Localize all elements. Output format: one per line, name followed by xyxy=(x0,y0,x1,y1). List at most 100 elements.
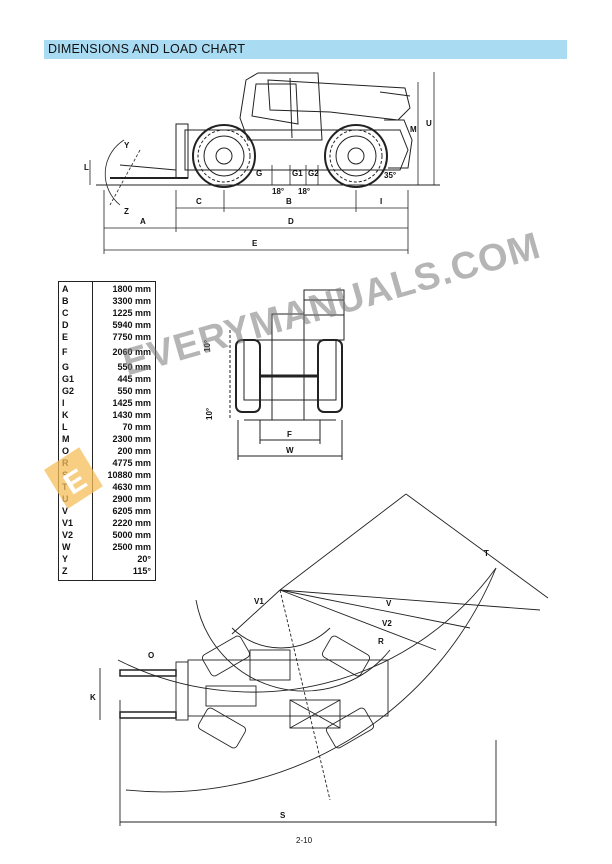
label-V: V xyxy=(386,599,392,608)
label-B: B xyxy=(286,197,292,206)
table-row: E 7750 mm xyxy=(59,332,155,344)
dim-key: V xyxy=(62,506,69,516)
dim-key: B xyxy=(62,296,69,306)
dim-key: K xyxy=(62,410,69,420)
label-Z: Z xyxy=(124,207,129,216)
label-G1: G1 xyxy=(292,169,303,178)
section-header-bar: DIMENSIONS AND LOAD CHART xyxy=(44,40,567,59)
table-row: Z 115° xyxy=(59,566,155,578)
table-row: V2 5000 mm xyxy=(59,530,155,542)
dim-key: G2 xyxy=(62,386,75,396)
dim-value: 550 mm xyxy=(117,386,151,396)
table-row: O 200 mm xyxy=(59,446,155,458)
label-V1: V1 xyxy=(254,597,264,606)
dim-key: A xyxy=(62,284,69,294)
table-row: F 2060 mm xyxy=(59,347,155,359)
dim-value: 4630 mm xyxy=(112,482,151,492)
dim-key: V2 xyxy=(62,530,74,540)
dim-value: 70 mm xyxy=(122,422,151,432)
dim-value: 6205 mm xyxy=(112,506,151,516)
dim-key: Y xyxy=(62,554,69,564)
label-Y: Y xyxy=(124,141,130,150)
table-row: M 2300 mm xyxy=(59,434,155,446)
table-row: L 70 mm xyxy=(59,422,155,434)
dim-value: 2500 mm xyxy=(112,542,151,552)
table-divider xyxy=(92,282,93,580)
dim-key: D xyxy=(62,320,69,330)
dimensions-table: A 1800 mm B 3300 mm C 1225 mm D 5940 mm E 775… xyxy=(58,281,156,581)
dim-value: 1430 mm xyxy=(112,410,151,420)
table-row: C 1225 mm xyxy=(59,308,155,320)
dim-key: F xyxy=(62,347,68,357)
dim-key: W xyxy=(62,542,71,552)
dim-key: I xyxy=(62,398,65,408)
label-F: F xyxy=(287,430,292,439)
label-D: D xyxy=(288,217,294,226)
dim-value: 200 mm xyxy=(117,446,151,456)
dim-value: 550 mm xyxy=(117,362,151,372)
dim-key: G xyxy=(62,362,70,372)
watermark-logo-icon: E xyxy=(44,447,103,509)
table-row: G 550 mm xyxy=(59,362,155,374)
dim-key: Z xyxy=(62,566,68,576)
dim-key: L xyxy=(62,422,68,432)
dim-value: 4775 mm xyxy=(112,458,151,468)
dim-key: G1 xyxy=(62,374,75,384)
dim-value: 1425 mm xyxy=(112,398,151,408)
table-row: A 1800 mm xyxy=(59,284,155,296)
label-U: U xyxy=(426,119,432,128)
label-angle-18-left: 18° xyxy=(272,187,284,196)
dim-value: 10880 mm xyxy=(107,470,151,480)
label-V2: V2 xyxy=(382,619,392,628)
label-S: S xyxy=(280,811,286,820)
dim-value: 7750 mm xyxy=(112,332,151,342)
table-row: G1 445 mm xyxy=(59,374,155,386)
page-number: 2-10 xyxy=(296,836,313,845)
label-angle-35: 35° xyxy=(384,171,396,180)
table-row: V1 2220 mm xyxy=(59,518,155,530)
table-row: V 6205 mm xyxy=(59,506,155,518)
label-A: A xyxy=(140,217,146,226)
dim-key: M xyxy=(62,434,70,444)
label-R: R xyxy=(378,637,384,646)
dim-value: 2060 mm xyxy=(112,347,151,357)
watermark-text: EVERYMANUALS.COM xyxy=(118,224,546,385)
table-row: I 1425 mm xyxy=(59,398,155,410)
label-G: G xyxy=(256,169,262,178)
label-O: O xyxy=(148,651,154,660)
label-M: M xyxy=(410,125,417,134)
label-L: L xyxy=(84,163,89,172)
table-row: B 3300 mm xyxy=(59,296,155,308)
table-row: G2 550 mm xyxy=(59,386,155,398)
label-K: K xyxy=(90,693,96,702)
side-view-machine xyxy=(96,72,440,188)
table-row: Y 20° xyxy=(59,554,155,566)
label-I: I xyxy=(380,197,382,206)
label-T: T xyxy=(484,549,489,558)
dim-key: O xyxy=(62,446,70,456)
label-G2: G2 xyxy=(308,169,319,178)
dim-value: 1800 mm xyxy=(112,284,151,294)
section-title: DIMENSIONS AND LOAD CHART xyxy=(48,42,246,56)
label-angle-18-right: 18° xyxy=(298,187,310,196)
dim-value: 2300 mm xyxy=(112,434,151,444)
dim-value: 1225 mm xyxy=(112,308,151,318)
dim-value: 445 mm xyxy=(117,374,151,384)
side-view-dimensions xyxy=(89,72,435,254)
dim-key: C xyxy=(62,308,69,318)
dim-key: E xyxy=(62,332,69,342)
dim-value: 20° xyxy=(137,554,151,564)
table-row: W 2500 mm xyxy=(59,542,155,554)
dim-value: 5940 mm xyxy=(112,320,151,330)
dim-value: 115° xyxy=(132,566,151,576)
dim-value: 3300 mm xyxy=(112,296,151,306)
dim-key: V1 xyxy=(62,518,74,528)
label-C: C xyxy=(196,197,202,206)
table-row: K 1430 mm xyxy=(59,410,155,422)
table-row: D 5940 mm xyxy=(59,320,155,332)
dim-value: 5000 mm xyxy=(112,530,151,540)
dim-value: 2220 mm xyxy=(112,518,151,528)
label-angle-10-bottom: 10° xyxy=(205,408,214,420)
label-E: E xyxy=(252,239,258,248)
label-W: W xyxy=(286,446,294,455)
